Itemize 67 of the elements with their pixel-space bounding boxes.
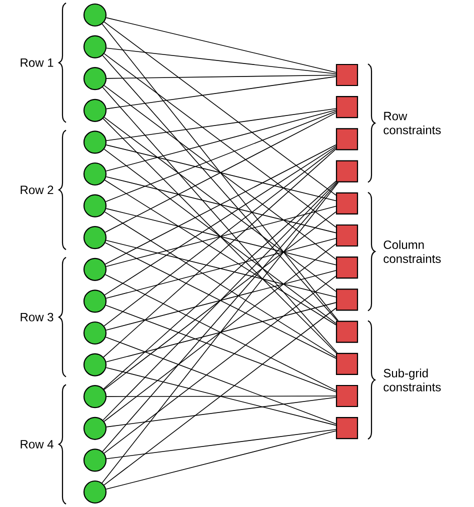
variable-circle	[83, 226, 107, 250]
connector-line	[106, 110, 336, 172]
connector-line	[106, 270, 336, 330]
variable-circle	[83, 416, 107, 440]
constraint-square	[336, 160, 358, 182]
connector-line	[104, 276, 336, 454]
group-label: Row 4	[20, 440, 54, 448]
connector-line	[106, 48, 336, 74]
connector-line	[106, 396, 336, 397]
connector-line	[104, 53, 336, 228]
connector-line	[104, 146, 336, 296]
connector-line	[106, 176, 336, 234]
connector-line	[106, 76, 336, 110]
variable-circle	[83, 258, 107, 281]
connector-line	[106, 429, 336, 460]
connector-line	[104, 112, 336, 233]
variable-circle	[83, 162, 107, 186]
connector-line	[104, 180, 336, 326]
connector-line	[105, 336, 336, 424]
variable-circle	[83, 35, 107, 58]
variable-circle	[83, 290, 107, 313]
connector-line	[106, 108, 336, 142]
constraint-square	[336, 320, 358, 343]
connector-line	[105, 304, 336, 392]
connector-line	[104, 116, 336, 292]
constraint-square	[336, 64, 358, 86]
constraint-square	[336, 96, 358, 118]
group-label: Row 3	[20, 312, 54, 322]
connector-line	[106, 302, 336, 362]
variable-circle	[83, 98, 107, 122]
constraint-square	[336, 224, 358, 247]
connector-line	[104, 144, 336, 264]
variable-circle	[83, 321, 107, 345]
constraint-square	[336, 256, 358, 279]
group-label: Column constraints	[384, 240, 441, 263]
connector-line	[104, 308, 336, 486]
variable-circle	[83, 448, 107, 472]
connector-line	[104, 212, 336, 358]
connector-line	[106, 17, 336, 73]
variable-circle	[83, 385, 107, 408]
connector-line	[104, 244, 336, 422]
connector-line	[106, 74, 336, 79]
constraint-square	[336, 192, 358, 214]
connector-line	[104, 22, 336, 196]
variable-circle	[83, 3, 107, 27]
connector-line	[105, 111, 336, 202]
constraint-square	[336, 384, 358, 408]
connector-line	[106, 397, 336, 428]
connector-line	[104, 274, 336, 391]
group-label: Row 1	[20, 58, 54, 67]
connector-line	[106, 144, 336, 202]
variable-circle	[83, 194, 107, 218]
group-label: Sub-grid constraints	[384, 368, 441, 392]
variable-circle	[83, 67, 107, 90]
constraint-square	[336, 128, 358, 150]
constraint-square	[336, 352, 358, 375]
constraint-square	[336, 417, 358, 440]
connector-line	[104, 242, 336, 359]
group-label: Row 2	[20, 186, 54, 194]
variable-circle	[83, 130, 107, 154]
constraint-square	[336, 288, 358, 311]
connector-line	[104, 85, 336, 260]
connector-line	[106, 430, 336, 490]
connector-line	[106, 367, 336, 426]
group-label: Row constraints	[384, 112, 441, 134]
variable-circle	[83, 353, 107, 376]
variable-circle	[83, 480, 107, 504]
